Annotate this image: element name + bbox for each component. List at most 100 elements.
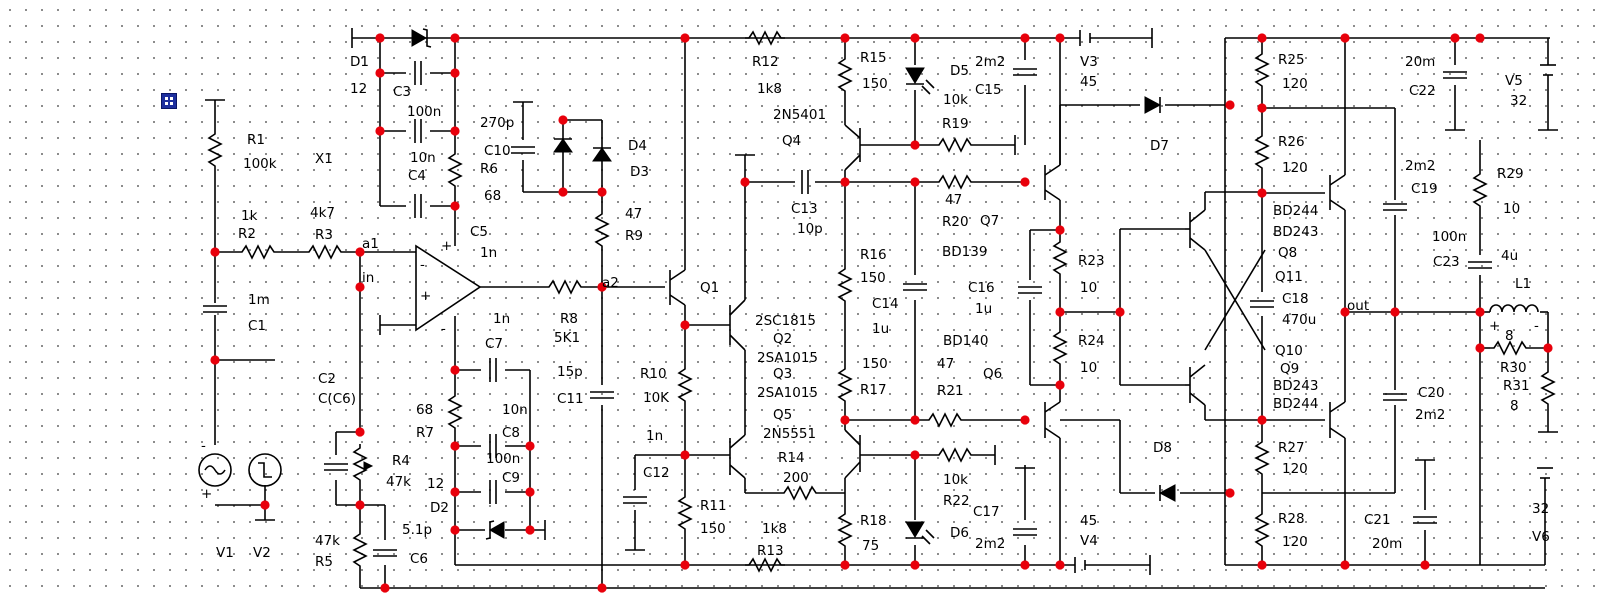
junction-node[interactable] — [840, 33, 850, 43]
junction-node[interactable] — [355, 247, 365, 257]
junction-node[interactable] — [840, 177, 850, 187]
svg-text:-: - — [441, 321, 446, 337]
ac-source-icon: -+ — [198, 438, 232, 502]
junction-node[interactable] — [1340, 307, 1350, 317]
junction-node[interactable] — [375, 33, 385, 43]
junction-node[interactable] — [1257, 33, 1267, 43]
junction-node[interactable] — [1115, 307, 1125, 317]
junction-node[interactable] — [210, 247, 220, 257]
junction-node[interactable] — [1340, 33, 1350, 43]
junction-node[interactable] — [450, 441, 460, 451]
junction-node[interactable] — [1020, 560, 1030, 570]
junction-node[interactable] — [1225, 488, 1235, 498]
junction-node[interactable] — [910, 560, 920, 570]
junction-node[interactable] — [1020, 415, 1030, 425]
junction-node[interactable] — [1257, 103, 1267, 113]
junction-node[interactable] — [380, 583, 390, 593]
junction-node[interactable] — [1225, 100, 1235, 110]
junction-node[interactable] — [1055, 380, 1065, 390]
label-node-in: in — [362, 270, 374, 286]
junction-node[interactable] — [1475, 343, 1485, 353]
junction-node[interactable] — [910, 140, 920, 150]
junction-node[interactable] — [1340, 560, 1350, 570]
junction-node[interactable] — [680, 320, 690, 330]
probe-icon[interactable] — [161, 93, 177, 109]
junction-node[interactable] — [450, 487, 460, 497]
junction-node[interactable] — [1020, 177, 1030, 187]
svg-text:-: - — [420, 257, 425, 273]
pnp-transistor-icon — [1329, 401, 1346, 439]
junction-node[interactable] — [1450, 33, 1460, 43]
junction-node[interactable] — [1055, 560, 1065, 570]
junction-node[interactable] — [558, 115, 568, 125]
junction-node[interactable] — [1390, 307, 1400, 317]
junction-node[interactable] — [1055, 307, 1065, 317]
junction-node[interactable] — [597, 583, 607, 593]
junction-node[interactable] — [597, 187, 607, 197]
junction-node[interactable] — [450, 33, 460, 43]
junction-node[interactable] — [450, 365, 460, 375]
junction-node[interactable] — [1257, 560, 1267, 570]
npn-transistor-icon — [669, 269, 686, 306]
junction-node[interactable] — [355, 282, 365, 292]
junction-node[interactable] — [1257, 188, 1267, 198]
junction-node[interactable] — [910, 415, 920, 425]
junction-node[interactable] — [260, 500, 270, 510]
junction-node[interactable] — [450, 201, 460, 211]
junction-node[interactable] — [1257, 415, 1267, 425]
label-Q1: Q1 — [700, 280, 719, 296]
pulse-source-icon — [248, 453, 282, 487]
junction-node[interactable] — [355, 500, 365, 510]
junction-node[interactable] — [840, 415, 850, 425]
junction-node[interactable] — [597, 282, 607, 292]
junction-node[interactable] — [375, 68, 385, 78]
junction-node[interactable] — [910, 177, 920, 187]
junction-node[interactable] — [1475, 33, 1485, 43]
junction-node[interactable] — [450, 126, 460, 136]
label-V2: V2 — [253, 545, 271, 561]
junction-node[interactable] — [1543, 343, 1553, 353]
junction-node[interactable] — [355, 427, 365, 437]
junction-node[interactable] — [525, 525, 535, 535]
junction-node[interactable] — [740, 177, 750, 187]
junction-node[interactable] — [210, 355, 220, 365]
label-Q6: Q6 — [983, 366, 1002, 382]
junction-node[interactable] — [1420, 560, 1430, 570]
inductor-icon: +- — [1489, 304, 1539, 334]
junction-node[interactable] — [558, 187, 568, 197]
junction-node[interactable] — [910, 450, 920, 460]
junction-node[interactable] — [450, 525, 460, 535]
junction-node[interactable] — [1475, 307, 1485, 317]
junction-node[interactable] — [680, 560, 690, 570]
junction-node[interactable] — [680, 450, 690, 460]
junction-node[interactable] — [1055, 33, 1065, 43]
junction-node[interactable] — [525, 487, 535, 497]
junction-node[interactable] — [840, 560, 850, 570]
junction-node[interactable] — [680, 33, 690, 43]
junction-node[interactable] — [1055, 225, 1065, 235]
junction-node[interactable] — [375, 126, 385, 136]
junction-node[interactable] — [910, 33, 920, 43]
junction-node[interactable] — [450, 68, 460, 78]
junction-node[interactable] — [1020, 33, 1030, 43]
junction-node[interactable] — [525, 441, 535, 451]
